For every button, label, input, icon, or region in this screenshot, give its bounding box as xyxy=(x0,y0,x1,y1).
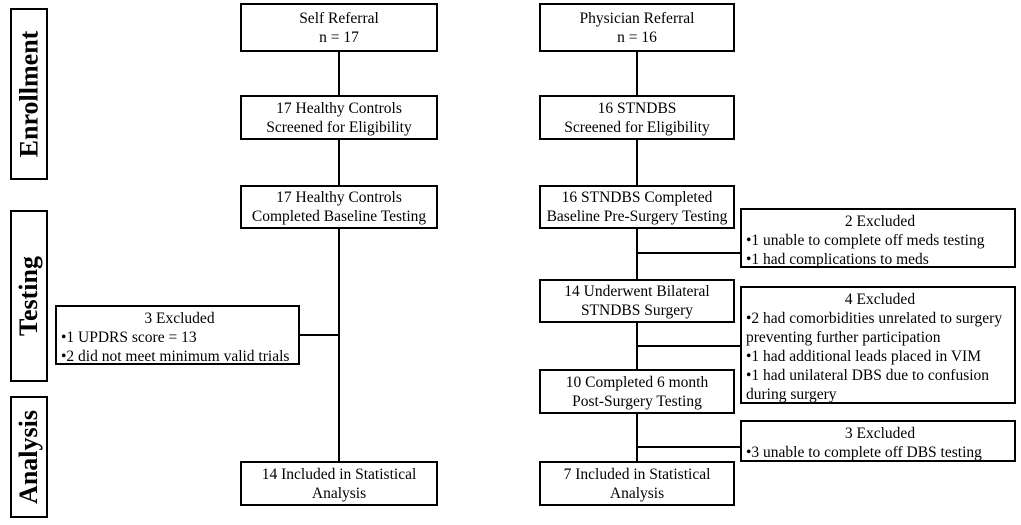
stndbs-excluded-1-reason: •1 had complications to meds xyxy=(746,251,929,268)
stndbs-screened-box: 16 STNDBS Screened for Eligibility xyxy=(539,95,735,140)
controls-excluded-reason: •2 did not meet minimum valid trials xyxy=(61,348,290,365)
physician-referral-box: Physician Referral n = 16 xyxy=(539,3,735,52)
stndbs-included-subtitle: Analysis xyxy=(609,484,665,502)
stage-testing: Testing xyxy=(10,210,48,382)
stndbs-excluded-2-head: 4 Excluded xyxy=(844,291,916,308)
controls-screened-title: 17 Healthy Controls xyxy=(276,99,402,117)
controls-included-title: 14 Included in Statistical xyxy=(261,465,417,483)
stndbs-screened-subtitle: Screened for Eligibility xyxy=(564,118,710,136)
stndbs-excluded-2-reason: •2 had comorbidities unrelated to surger… xyxy=(746,310,1003,327)
self-referral-count: n = 17 xyxy=(319,28,359,46)
controls-excluded-box: 3 Excluded •1 UPDRS score = 13 •2 did no… xyxy=(55,305,300,365)
stage-enrollment-label: Enrollment xyxy=(14,30,44,158)
stndbs-baseline-title: 16 STNDBS Completed xyxy=(561,189,713,206)
controls-baseline-subtitle: Completed Baseline Testing xyxy=(251,208,427,225)
physician-referral-count: n = 16 xyxy=(617,28,657,46)
stndbs-excluded-2-reason: during surgery xyxy=(746,386,837,403)
stage-enrollment: Enrollment xyxy=(10,8,48,180)
stage-analysis: Analysis xyxy=(10,396,48,518)
stndbs-surgery-subtitle: STNDBS Surgery xyxy=(580,302,694,319)
stndbs-excluded-3-reason: •3 unable to complete off DBS testing xyxy=(746,444,982,461)
stndbs-excluded-3-head: 3 Excluded xyxy=(844,425,916,442)
stndbs-baseline-subtitle: Baseline Pre-Surgery Testing xyxy=(546,208,728,225)
stndbs-excluded-2-reason: preventing further participation xyxy=(746,329,941,346)
controls-excluded-head: 3 Excluded xyxy=(144,310,215,327)
stage-analysis-label: Analysis xyxy=(14,410,44,504)
controls-baseline-box: 17 Healthy Controls Completed Baseline T… xyxy=(240,185,438,229)
controls-screened-box: 17 Healthy Controls Screened for Eligibi… xyxy=(240,95,438,140)
controls-baseline-title: 17 Healthy Controls xyxy=(276,189,402,206)
stndbs-excluded-2-reason: •1 had unilateral DBS due to confusion xyxy=(746,367,990,384)
physician-referral-title: Physician Referral xyxy=(579,9,695,27)
stndbs-post-box: 10 Completed 6 month Post-Surgery Testin… xyxy=(539,369,735,414)
stndbs-post-subtitle: Post-Surgery Testing xyxy=(572,392,702,410)
controls-included-box: 14 Included in Statistical Analysis xyxy=(240,461,438,506)
stndbs-excluded-2-box: 4 Excluded •2 had comorbidities unrelate… xyxy=(740,286,1016,404)
stage-testing-label: Testing xyxy=(14,256,43,336)
self-referral-box: Self Referral n = 17 xyxy=(240,3,438,52)
controls-excluded-reason: •1 UPDRS score = 13 xyxy=(61,329,197,346)
stndbs-included-box: 7 Included in Statistical Analysis xyxy=(539,461,735,506)
stndbs-post-title: 10 Completed 6 month xyxy=(565,373,709,391)
stndbs-excluded-2-reason: •1 had additional leads placed in VIM xyxy=(746,348,981,365)
stndbs-baseline-box: 16 STNDBS Completed Baseline Pre-Surgery… xyxy=(539,185,735,229)
stndbs-excluded-1-head: 2 Excluded xyxy=(844,213,916,230)
stndbs-excluded-3-box: 3 Excluded •3 unable to complete off DBS… xyxy=(740,420,1016,462)
stndbs-excluded-1-reason: •1 unable to complete off meds testing xyxy=(746,232,985,249)
stndbs-surgery-title: 14 Underwent Bilateral xyxy=(564,283,710,300)
self-referral-title: Self Referral xyxy=(299,9,379,27)
stndbs-surgery-box: 14 Underwent Bilateral STNDBS Surgery xyxy=(539,279,735,323)
controls-screened-subtitle: Screened for Eligibility xyxy=(266,118,412,136)
stndbs-screened-title: 16 STNDBS xyxy=(597,99,677,117)
stndbs-excluded-1-box: 2 Excluded •1 unable to complete off med… xyxy=(740,208,1016,268)
stndbs-included-title: 7 Included in Statistical xyxy=(563,465,711,483)
controls-included-subtitle: Analysis xyxy=(311,484,367,502)
